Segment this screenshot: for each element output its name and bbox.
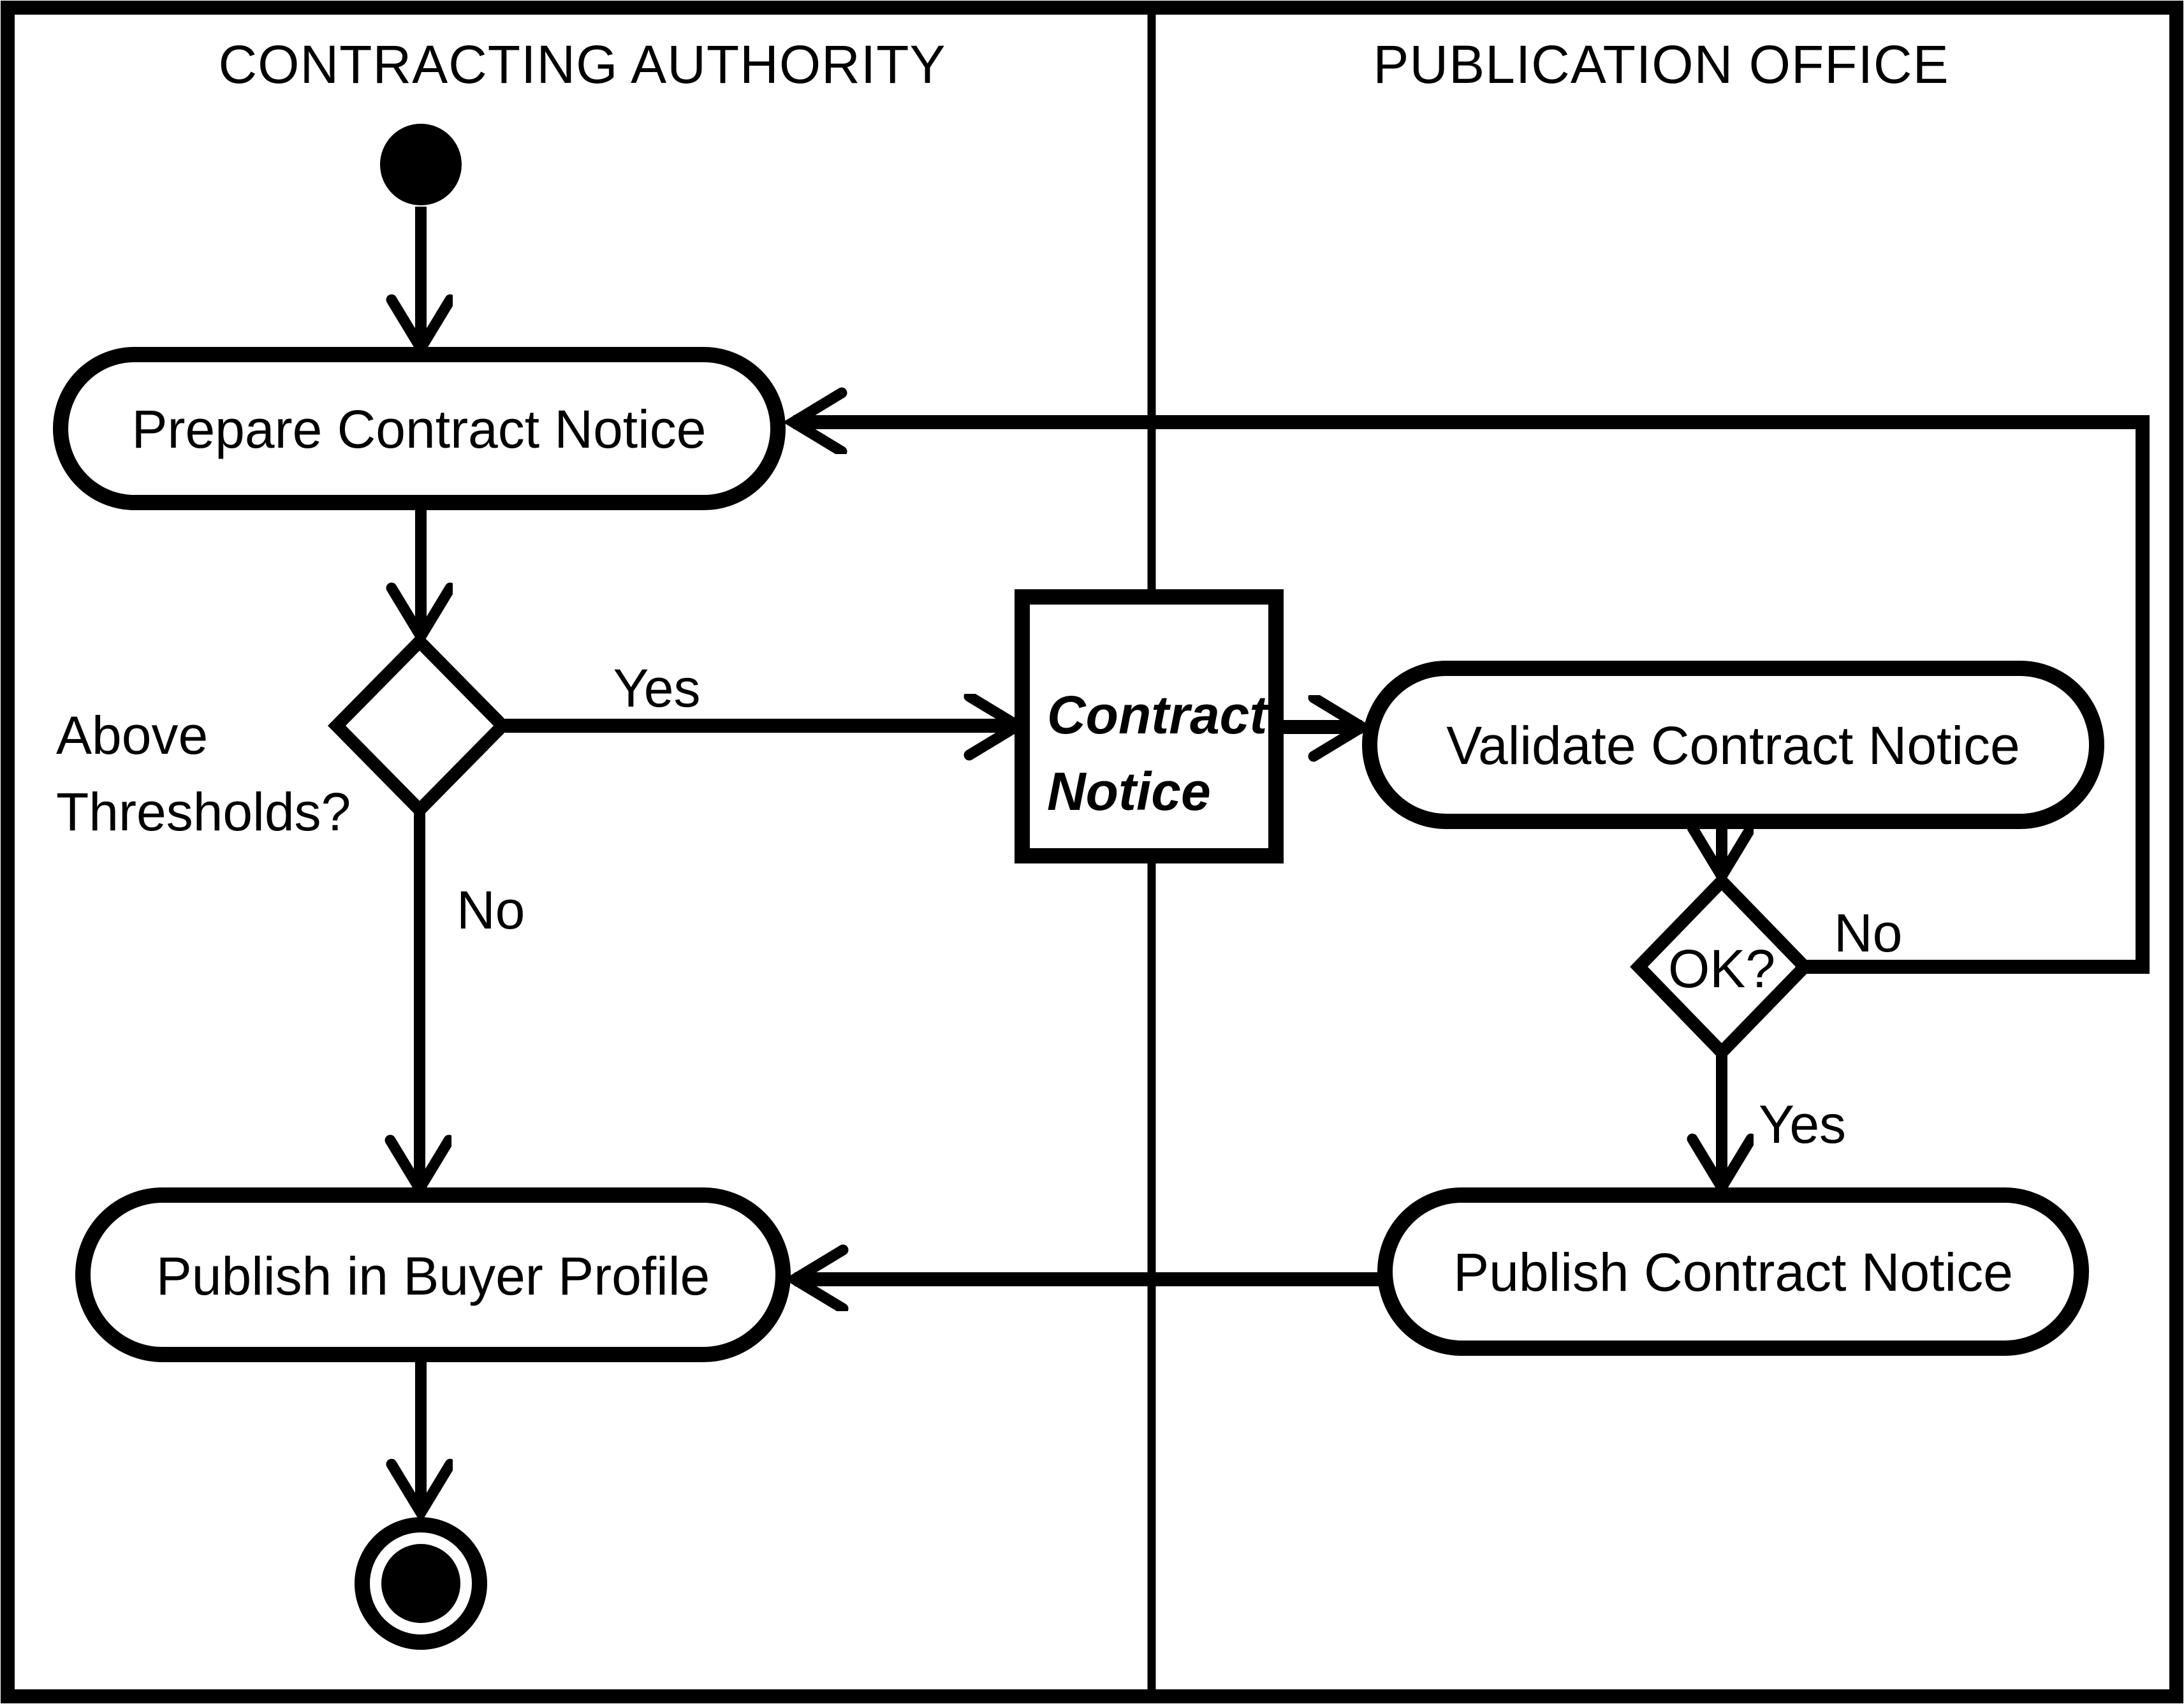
decision-above-thresholds — [327, 632, 512, 819]
object-contract-notice-label-line2: Notice — [1047, 761, 1211, 821]
action-publish-contract-notice — [1377, 1187, 2089, 1356]
action-publish-contract-notice-label: Publish Contract Notice — [1453, 1242, 2013, 1302]
end-node-inner-dot-icon — [381, 1544, 460, 1623]
object-contract-notice-label-line1: Contract — [1047, 685, 1269, 745]
action-publish-in-buyer-profile — [75, 1187, 791, 1362]
edge-label-ok-yes: Yes — [1759, 1094, 1846, 1154]
lane-title-publication-office: PUBLICATION OFFICE — [1373, 34, 1949, 94]
edge-label-thresholds-yes: Yes — [613, 658, 700, 718]
edge-label-ok-no: No — [1834, 903, 1902, 963]
decision-ok-label: OK? — [1668, 939, 1775, 999]
decision-above-thresholds-label-line1: Above — [56, 705, 208, 765]
action-validate-contract-notice-label: Validate Contract Notice — [1446, 716, 2020, 775]
edge-ok-no-loop — [793, 422, 2150, 974]
object-contract-notice — [1015, 589, 1284, 863]
edge-label-thresholds-no: No — [457, 880, 525, 940]
action-prepare-contract-notice-label: Prepare Contract Notice — [131, 399, 706, 459]
decision-ok — [1630, 872, 1814, 1062]
action-prepare-contract-notice — [53, 347, 786, 510]
lane-title-contracting-authority: CONTRACTING AUTHORITY — [218, 34, 946, 94]
start-node-icon — [380, 124, 462, 205]
decision-above-thresholds-label-line2: Thresholds? — [56, 782, 351, 842]
action-validate-contract-notice — [1362, 661, 2104, 829]
action-publish-in-buyer-profile-label: Publish in Buyer Profile — [156, 1246, 710, 1306]
